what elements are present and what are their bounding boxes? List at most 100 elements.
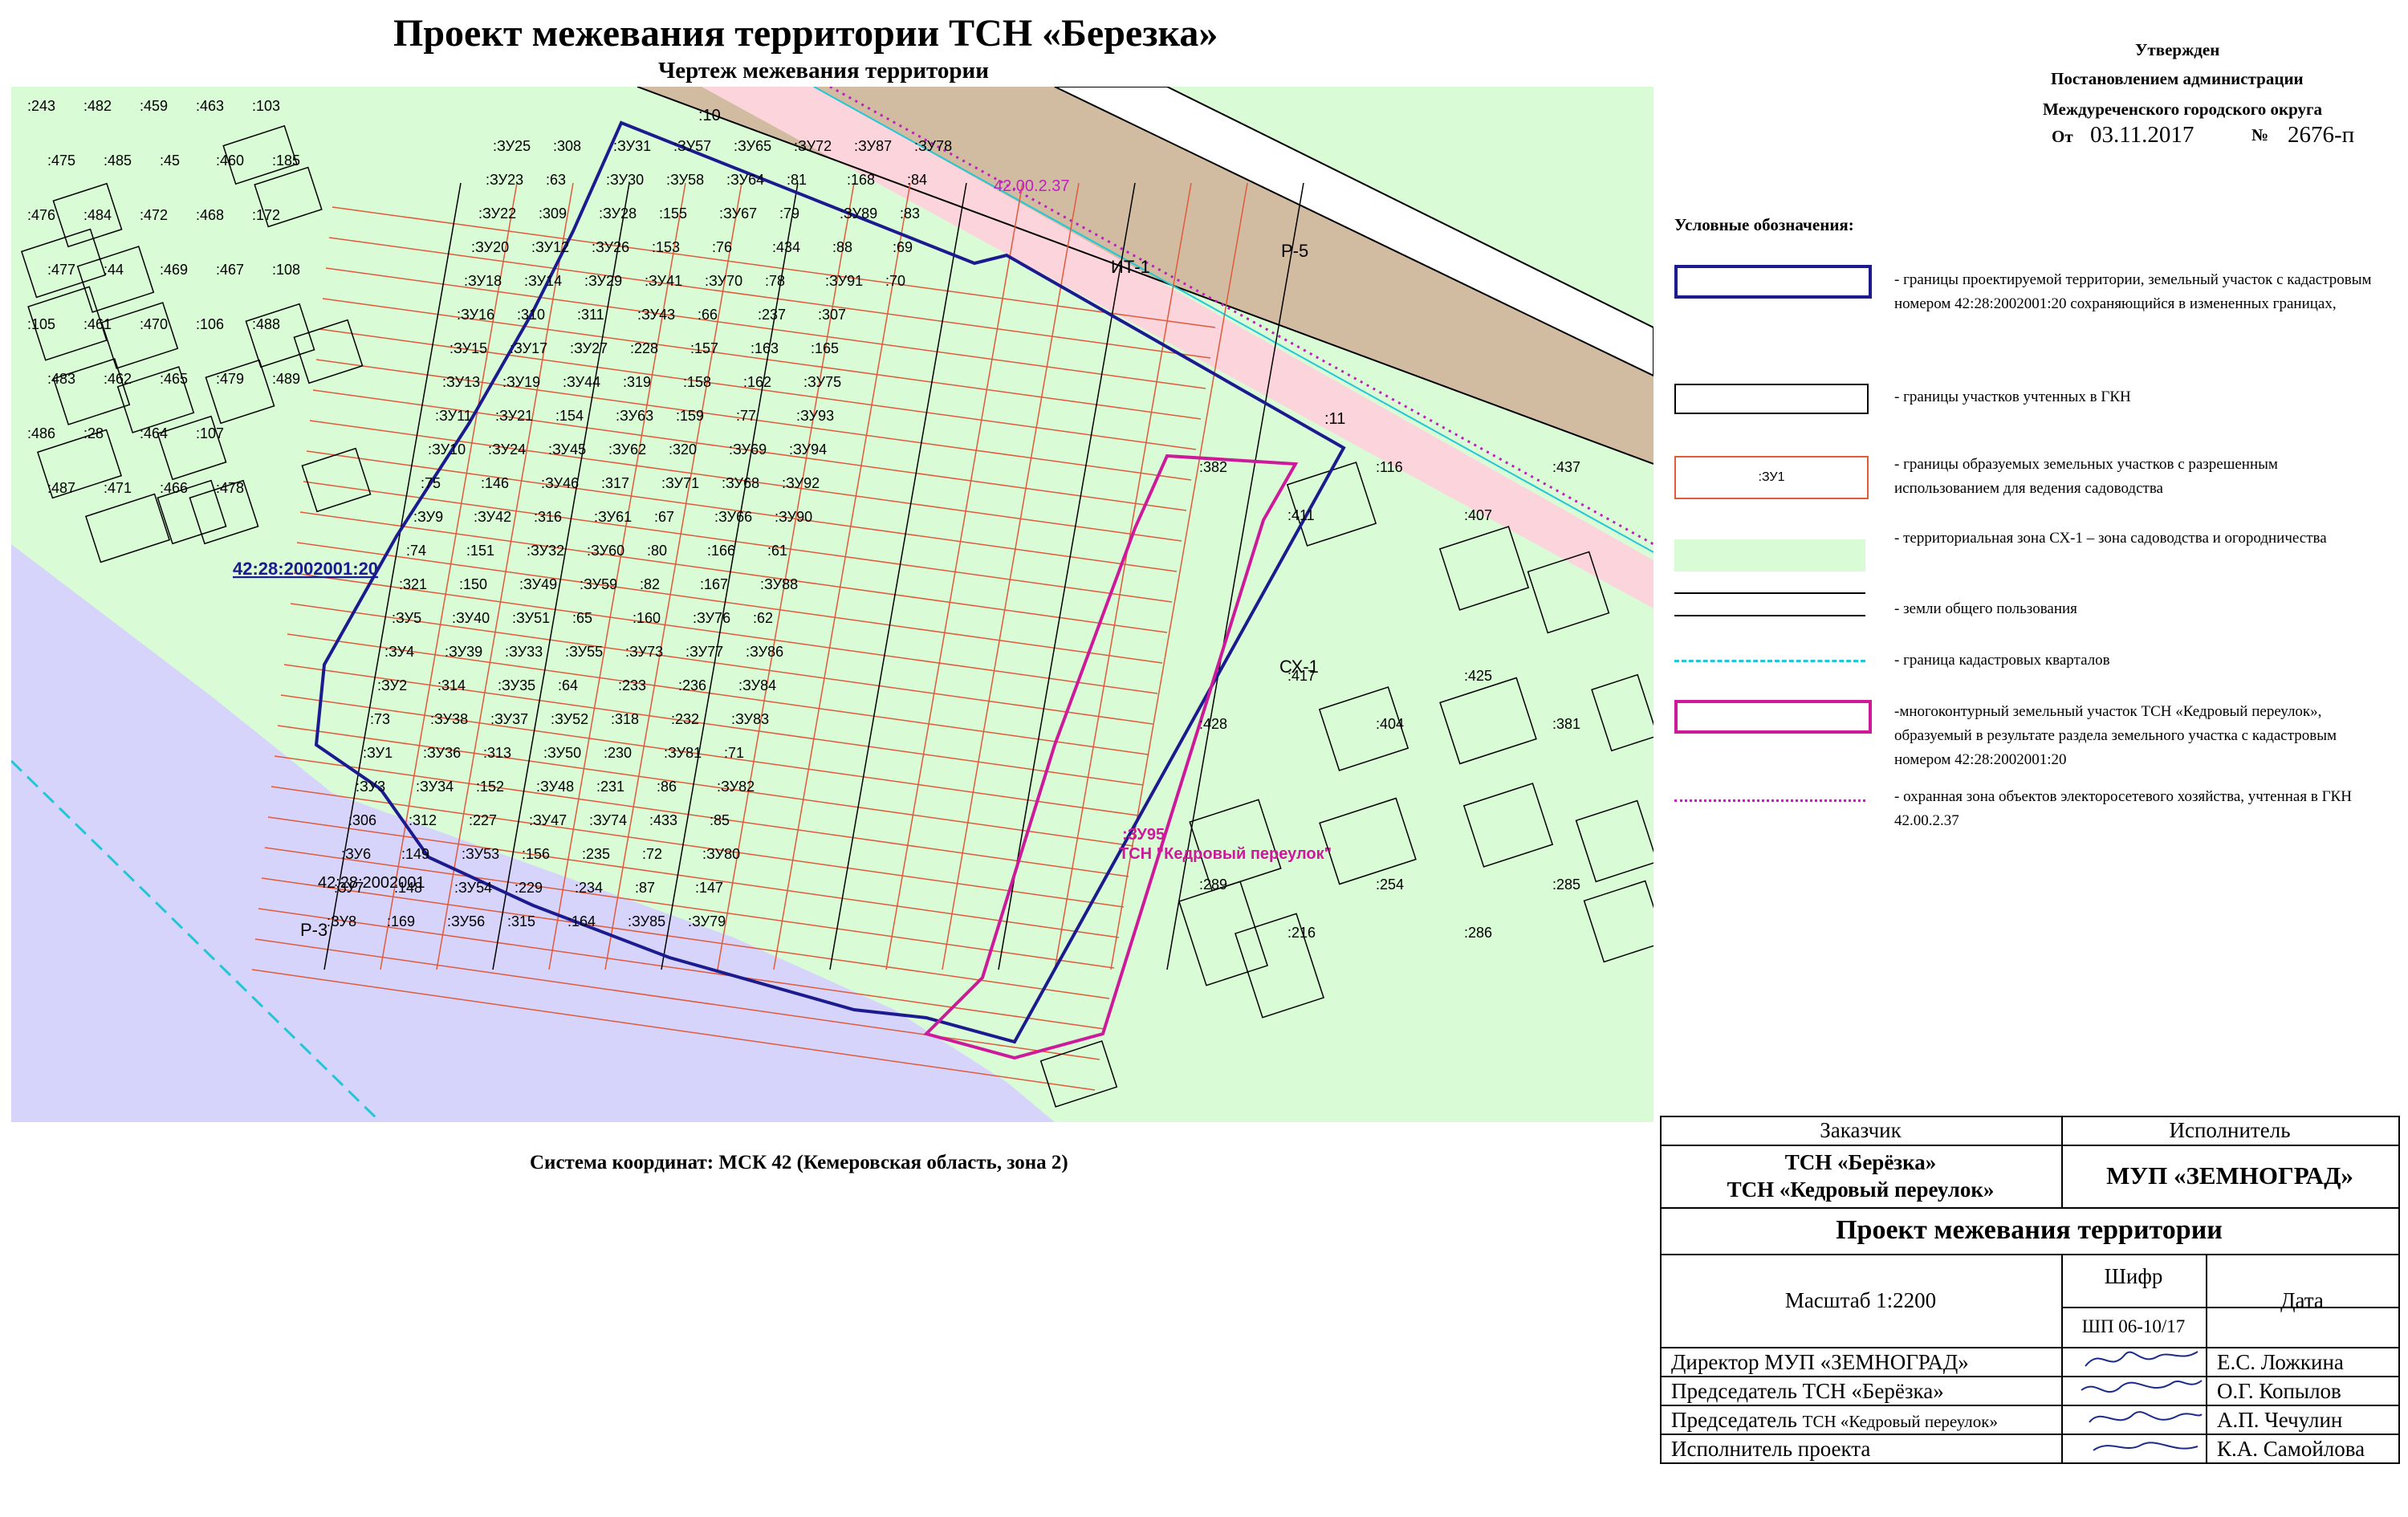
parcel-label: :ЗУ51 [512,610,550,626]
approval-number-prefix: № [2251,125,2269,144]
legend-item-8: - охранная зона объектов электоросетевог… [1894,788,2352,829]
parcel-label: :227 [469,812,497,828]
parcel-label: :ЗУ9 [413,509,443,525]
parcel-label: :319 [623,374,651,390]
stamp-project-title: Проект межевания территории [1836,1215,2223,1245]
parcel-label: :71 [724,745,744,761]
parcel-label: :75 [421,475,441,491]
parcel-label: :437 [1552,459,1580,475]
parcel-label: :ЗУ40 [452,610,490,626]
parcel-row-line [261,877,1110,999]
parcel-label: :79 [779,205,799,222]
parcel-label: :463 [196,98,224,114]
parcel-label: :64 [558,677,578,693]
parcel-label: :ЗУ81 [664,745,702,761]
parcel-label: :ЗУ69 [729,441,767,458]
legend-new-parcel-symbol: :ЗУ1 [1674,456,1869,499]
parcel-label: :216 [1287,925,1316,941]
parcel-label: :484 [83,207,112,223]
parcel-label: :459 [140,98,168,114]
r5-zone [702,87,1653,608]
parcel-label: :476 [27,207,55,223]
r5-white-strip [1054,87,1653,377]
parcel-label: :425 [1464,668,1492,684]
parcel-label: :ЗУ62 [608,441,646,458]
parcel-label: :ЗУ49 [519,576,557,592]
parcel-label: :464 [140,425,168,441]
parcel-label: :105 [27,316,55,332]
parcel-label: :ЗУ67 [719,205,757,222]
parcel-label: :ЗУ3 [356,779,385,795]
parcel-label: :ЗУ92 [782,475,820,491]
marker-11: :11 [1324,410,1345,428]
parcel-label: :168 [847,172,875,188]
parcel-row-line [274,755,1129,877]
parcel-label: :ЗУ27 [570,340,608,356]
parcel-label: :ЗУ46 [541,475,579,491]
parcel-row-line [299,511,1168,633]
parcel-label: :ЗУ20 [471,239,509,255]
parcel-label: :ЗУ90 [775,509,812,525]
parcel-label: :ЗУ34 [416,779,454,795]
zone-label-r3: Р-3 [300,920,327,940]
gkn-parcel [189,479,259,545]
gkn-parcel [1583,880,1653,963]
parcel-label: :382 [1199,459,1227,475]
parcel-label: :ЗУ64 [726,172,764,188]
gkn-parcel [1319,797,1417,885]
parcel-label: :462 [104,371,132,387]
legend-item-7: -многоконтурный земельный участок ТСН «К… [1894,703,2337,768]
parcel-label: :ЗУ55 [565,644,603,660]
parcel-label: :ЗУ43 [637,307,675,323]
gkn-parcel [20,228,107,299]
parcel-label: :ЗУ47 [529,812,567,828]
sig-name-4: К.А. Самойлова [2217,1437,2365,1461]
parcel-label: :ЗУ63 [616,408,653,424]
parcel-label: :ЗУ54 [454,880,492,896]
parcel-label: :108 [272,262,300,278]
parcel-label: :487 [47,480,75,496]
parcel-label: :289 [1199,876,1227,893]
parcel-label: :ЗУ37 [490,711,528,727]
sig-role-3: Председатель ТСН «Кедровый переулок» [1671,1408,1998,1433]
parcel-label: :73 [370,711,390,727]
sig-name-3: А.П. Чечулин [2217,1408,2343,1432]
parcel-label: :ЗУ52 [551,711,588,727]
legend-item-6: - граница кадастровых кварталов [1894,652,2110,669]
parcel-label: :165 [811,340,839,356]
parcel-label: :ЗУ41 [645,273,682,289]
parcel-label: :44 [104,262,124,278]
parcel-label: :ЗУ70 [705,273,742,289]
parcel-label: :320 [669,441,697,458]
parcel-label: :466 [160,480,188,496]
parcel-label: :ЗУ23 [486,172,523,188]
parcel-label: :ЗУ82 [717,779,755,795]
gkn-parcel [1591,673,1653,752]
r3-zone [11,544,1055,1122]
parcel-label: :ЗУ74 [589,812,627,828]
legend-quarter-symbol [1674,660,1865,662]
parcel-labels: :243:475:476:477:105:483:486:487:482:485… [27,98,1580,941]
parcel-label: :147 [695,880,723,896]
multicontour-border [923,453,1299,1060]
approval-number: 2676-п [2288,122,2355,148]
parcel-label: :ЗУ8 [327,913,356,929]
gkn-parcel [1439,677,1537,765]
parcel-label: :ЗУ72 [794,138,832,154]
stamp-contractor-header: Исполнитель [2169,1117,2291,1142]
parcel-label: :306 [348,812,376,828]
parcel-label: :381 [1552,716,1580,732]
parcel-label: :ЗУ19 [502,374,540,390]
parcel-label: :ЗУ18 [464,273,502,289]
parcel-label: :470 [140,316,168,332]
parcel-label: :311 [577,307,604,323]
coordinate-system: Система координат: МСК 42 (Кемеровская о… [530,1152,1068,1173]
parcel-row-line [254,938,1100,1060]
gkn-parcel [293,319,364,384]
parcel-label: :156 [522,846,550,862]
parcel-label: :ЗУ6 [341,846,371,862]
parcel-label: :ЗУ48 [536,779,574,795]
parcel-row-line [303,481,1173,603]
parcel-label: :86 [657,779,677,795]
legend-public-land-symbol [1674,592,1865,616]
